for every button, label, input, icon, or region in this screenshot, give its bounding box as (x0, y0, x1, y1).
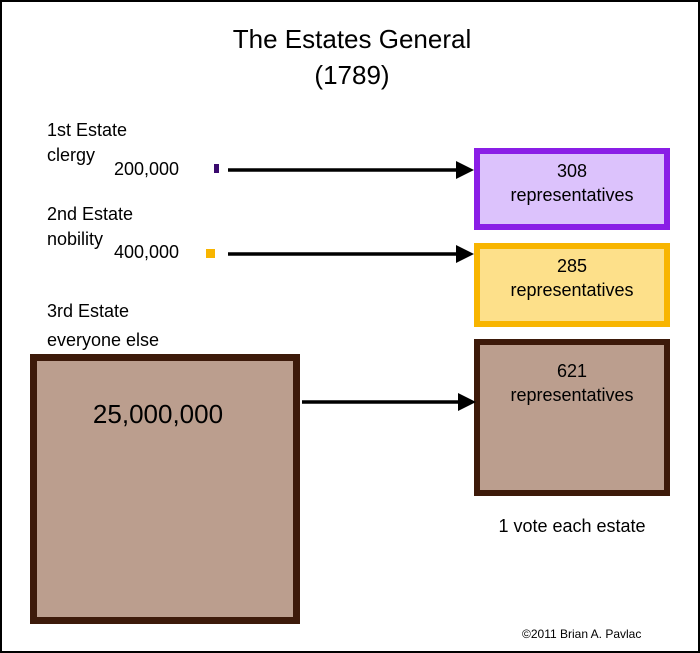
copyright-notice: ©2011 Brian A. Pavlac (522, 627, 642, 641)
second-estate-rep-count: 285 (556, 256, 588, 276)
second-estate-name: 2nd Estate (47, 204, 134, 224)
third-estate-rep-label: representatives (510, 385, 634, 405)
second-estate-population: 400,000 (114, 242, 180, 262)
third-estate-population: 25,000,000 (92, 399, 224, 429)
second-estate-arrow (228, 245, 474, 263)
second-estate-rep-label: representatives (510, 280, 634, 300)
first-estate-name: 1st Estate (47, 120, 128, 140)
first-estate-rep-label: representatives (510, 185, 634, 205)
diagram-title: The Estates General (232, 24, 472, 54)
first-estate-arrow (228, 161, 474, 179)
second-estate-group: nobility (47, 229, 104, 249)
vote-note: 1 vote each estate (498, 516, 646, 536)
third-estate-population-box: 25,000,000 (30, 354, 300, 624)
first-estate-group: clergy (47, 145, 96, 165)
first-estate-population: 200,000 (114, 159, 180, 179)
third-estate-representatives-box: 621 representatives (474, 339, 670, 496)
second-estate-representatives-box: 285 representatives (474, 243, 670, 327)
first-estate-representatives-box: 308 representatives (474, 148, 670, 230)
first-estate-rep-count: 308 (556, 161, 588, 181)
third-estate-arrow (302, 393, 476, 411)
third-estate-rep-count: 621 (556, 361, 588, 381)
diagram-subtitle-year: (1789) (314, 60, 390, 90)
third-estate-group: everyone else (47, 330, 160, 350)
third-estate-name: 3rd Estate (47, 301, 130, 321)
first-estate-population-marker (214, 164, 219, 173)
second-estate-population-marker (206, 249, 215, 258)
